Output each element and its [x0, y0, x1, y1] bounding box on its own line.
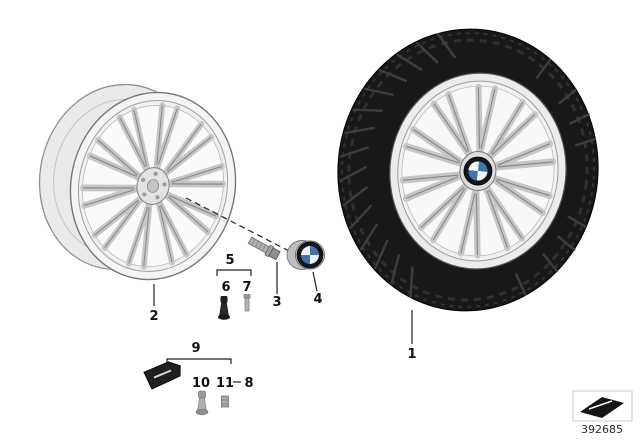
- sheet-nav-stripe: [588, 400, 613, 410]
- lug-hole: [162, 182, 167, 187]
- sheet-nav-icon[interactable]: [572, 390, 633, 422]
- callout-5[interactable]: 5: [225, 253, 234, 268]
- tread-ring-1: [347, 38, 589, 302]
- callout-4[interactable]: 4: [313, 292, 322, 307]
- document-number: 392685: [581, 423, 623, 436]
- bracket-group-5: [216, 269, 252, 276]
- leader-line-4: [312, 271, 318, 292]
- rubber-valve-drawing: [218, 296, 230, 320]
- callout-11[interactable]: 11: [216, 376, 234, 391]
- bmw-roundel-icon: [296, 241, 324, 269]
- lug-hole: [141, 177, 146, 183]
- callout-7[interactable]: 7: [242, 280, 251, 295]
- hub-cap-drawing: [286, 240, 325, 270]
- callout-1[interactable]: 1: [407, 347, 416, 362]
- sheet-nav-wedge: [580, 397, 624, 418]
- callout-2[interactable]: 2: [149, 309, 158, 324]
- tread-ring-2: [340, 32, 596, 308]
- center-bore: [147, 179, 159, 193]
- callout-8[interactable]: 8: [244, 376, 253, 391]
- wheel-face: [389, 72, 567, 270]
- wheel-bolt-drawing: [247, 236, 281, 261]
- callout-6[interactable]: 6: [221, 280, 230, 295]
- lug-hole: [142, 192, 147, 197]
- lug-hole: [153, 171, 158, 176]
- valve-core-drawing: [243, 294, 251, 312]
- metal-valve-drawing: [195, 390, 209, 416]
- valve-nut-drawing: [221, 395, 229, 408]
- callout-9[interactable]: 9: [191, 341, 200, 356]
- tpms-sensor-drawing: [143, 361, 181, 390]
- tread-grooves: [338, 32, 597, 298]
- alloy-rim-drawing: [38, 83, 237, 281]
- wheel-with-tire-drawing: [337, 28, 599, 312]
- bracket-group-9: [166, 358, 232, 364]
- callout-10[interactable]: 10: [192, 376, 210, 391]
- callout-3[interactable]: 3: [272, 295, 281, 310]
- lug-hole: [155, 195, 160, 200]
